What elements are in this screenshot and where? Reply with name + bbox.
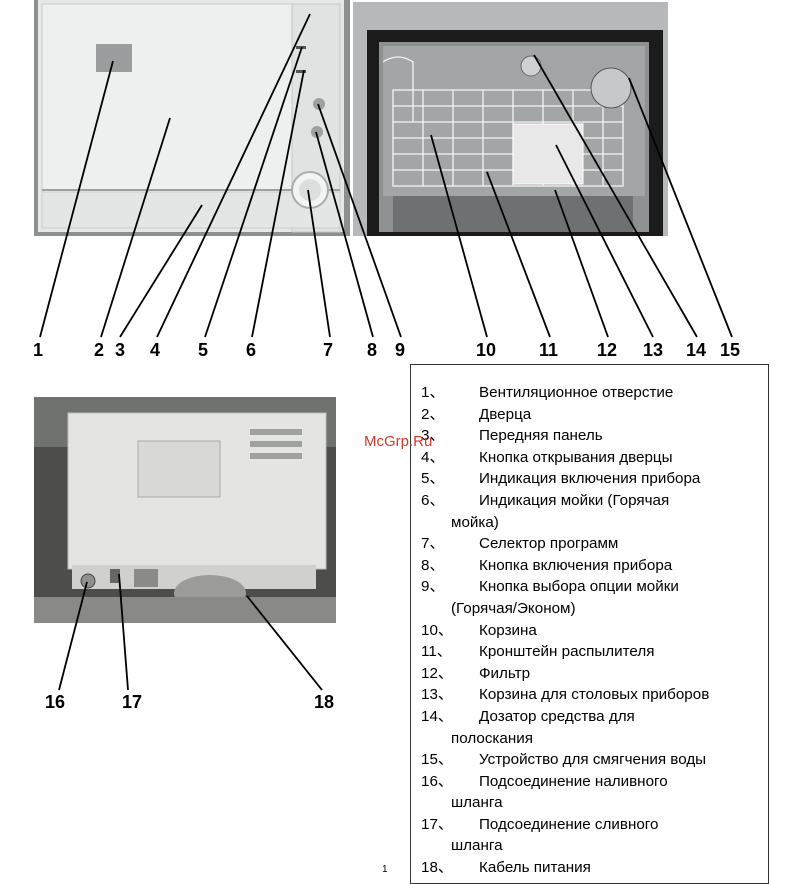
legend-item: 3、 Передняя панель: [421, 425, 762, 447]
legend-box: 1、 Вентиляционное отверстие 2、 Дверца 3、 Пере…: [410, 364, 769, 884]
legend-item-index: 3、: [421, 427, 445, 445]
legend-item-index: 1、: [421, 384, 445, 401]
callout-11: 11: [539, 340, 559, 360]
legend-item: 16、 Подсоединение наливного шланга: [421, 771, 762, 814]
legend-item-label: Кнопка включения прибора: [479, 556, 673, 574]
legend-item: 14、 Дозатор средства для полоскания: [421, 706, 762, 749]
legend-item-label: Подсоединение наливного: [479, 772, 668, 790]
legend-item: 6、 Индикация мойки (Горячая мойка): [421, 490, 762, 533]
legend-item-index: 5、: [421, 470, 445, 488]
legend-item: 2、 Дверца: [421, 404, 762, 426]
legend-item-index: 17、: [421, 815, 454, 833]
callout-7: 7: [323, 340, 334, 360]
legend-item-label: Дверца: [479, 405, 532, 423]
legend-item-label: Кнопка выбора опции мойки: [479, 578, 679, 596]
legend-item: 8、 Кнопка включения прибора: [421, 555, 762, 577]
back-view-photo: [34, 397, 336, 623]
callout-8: 8: [367, 340, 378, 360]
legend-item-label-continuation: шланга: [451, 837, 503, 855]
legend-item-index: 14、: [421, 707, 454, 725]
legend-list: 1、 Вентиляционное отверстие 2、 Дверца 3、 Пере…: [421, 382, 762, 879]
callout-15: 15: [720, 340, 741, 360]
legend-item-label: Кнопка открывания дверцы: [479, 448, 673, 466]
legend-item-index: 16、: [421, 772, 454, 790]
watermark: McGrp.Ru: [364, 433, 433, 450]
legend-item-label-continuation: мойка): [451, 513, 499, 531]
legend-item-index: 9、: [421, 578, 445, 596]
legend-item: 7、 Селектор программ: [421, 533, 762, 555]
front-view-photo: [34, 0, 350, 236]
legend-item-label: Подсоединение сливного: [479, 815, 659, 833]
legend-item-index: 10、: [421, 621, 454, 639]
legend-item-index: 18、: [421, 859, 454, 877]
legend-item-label-continuation: (Горячая/Эконом): [451, 599, 576, 617]
callout-4: 4: [150, 340, 161, 360]
legend-item-index: 13、: [421, 686, 454, 704]
callout-6: 6: [246, 340, 257, 360]
callout-5: 5: [198, 340, 209, 360]
page-number: 1: [382, 864, 388, 875]
legend-item: 4、 Кнопка открывания дверцы: [421, 447, 762, 469]
callout-2: 2: [94, 340, 105, 360]
legend-item: 11、 Кронштейн распылителя: [421, 641, 762, 663]
legend-item-label: Кабель питания: [479, 859, 591, 877]
legend-item-index: 2、: [421, 405, 445, 423]
callout-10: 10: [476, 340, 497, 360]
legend-item-index: 4、: [421, 448, 445, 466]
legend-item: 5、 Индикация включения прибора: [421, 468, 762, 490]
legend-item: 12、 Фильтр: [421, 663, 762, 685]
callout-1: 1: [33, 340, 44, 360]
legend-item-index: 7、: [421, 535, 445, 553]
legend-item-label: Индикация мойки (Горячая: [479, 491, 670, 509]
legend-item-label: Дозатор средства для: [479, 707, 635, 725]
callout-17: 17: [122, 692, 143, 712]
legend-item-label: Передняя панель: [479, 427, 603, 445]
callout-12: 12: [597, 340, 618, 360]
legend-item-index: 15、: [421, 751, 454, 769]
legend-item: 10、 Корзина: [421, 620, 762, 642]
legend-item-label-continuation: полоскания: [451, 729, 533, 747]
callout-9: 9: [395, 340, 406, 360]
legend-item-label: Корзина для столовых приборов: [479, 686, 710, 704]
legend-item-label: Вентиляционное отверстие: [479, 384, 674, 401]
callout-16: 16: [45, 692, 66, 712]
legend-item: 15、 Устройство для смягчения воды: [421, 749, 762, 771]
legend-item: 18、 Кабель питания: [421, 857, 762, 879]
legend-item: 9、 Кнопка выбора опции мойки (Горячая/Экон…: [421, 576, 762, 619]
callout-3: 3: [115, 340, 126, 360]
legend-item-index: 8、: [421, 556, 445, 574]
legend-item-label: Индикация включения прибора: [479, 470, 701, 488]
legend-item-label: Фильтр: [479, 664, 531, 682]
legend-item: 13、 Корзина для столовых приборов: [421, 684, 762, 706]
legend-item-label: Кронштейн распылителя: [479, 643, 655, 661]
legend-item: 17、 Подсоединение сливного шланга: [421, 814, 762, 857]
callout-14: 14: [686, 340, 707, 360]
legend-item-label: Устройство для смягчения воды: [479, 751, 707, 769]
legend-item-label: Корзина: [479, 621, 537, 639]
callout-13: 13: [643, 340, 664, 360]
interior-view-photo: [353, 2, 668, 236]
legend-item-label: Селектор программ: [479, 535, 619, 553]
callout-18: 18: [314, 692, 335, 712]
legend-item-index: 6、: [421, 491, 445, 509]
legend-item-index: 11、: [421, 643, 452, 661]
legend-item-label-continuation: шланга: [451, 794, 503, 812]
legend-item: 1、 Вентиляционное отверстие: [421, 382, 762, 404]
legend-item-index: 12、: [421, 664, 454, 682]
